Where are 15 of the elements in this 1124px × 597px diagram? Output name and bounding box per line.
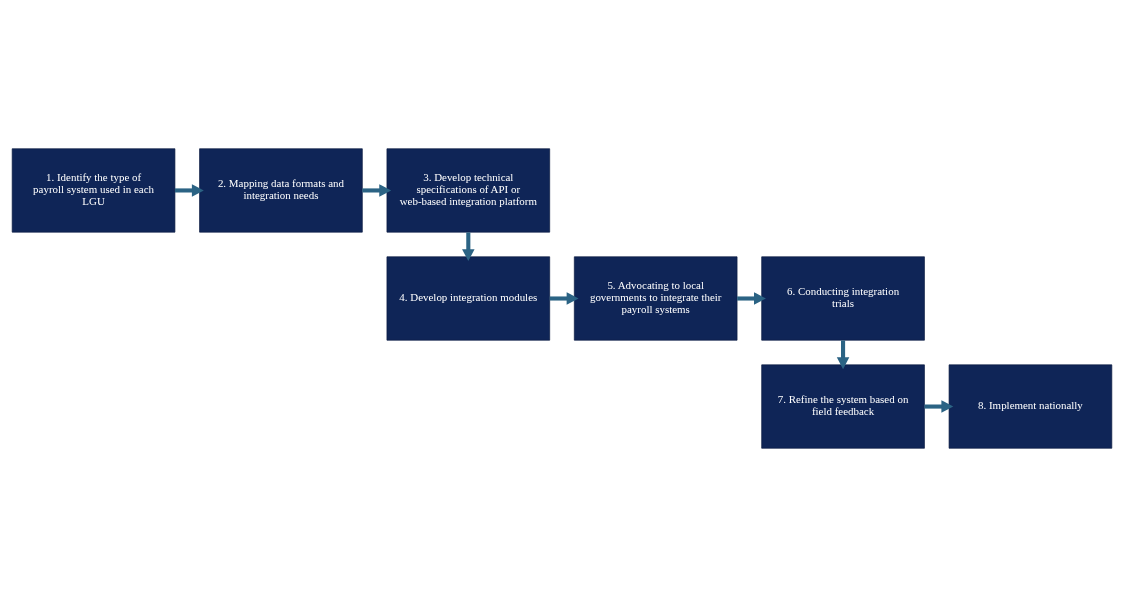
arrow: [549, 292, 579, 305]
node-box: 6. Conducting integration trials: [761, 256, 925, 341]
arrow: [737, 292, 766, 305]
node-box: 7. Refine the system based on field feedback: [761, 364, 925, 449]
arrow: [836, 340, 850, 370]
node-box: 4. Develop integration modules: [386, 256, 551, 341]
arrow: [362, 184, 392, 197]
arrow: [924, 400, 954, 413]
arrow: [175, 184, 204, 197]
node-box: 1. Identify the type of payroll system used in each LGU: [11, 148, 176, 233]
arrow: [462, 232, 475, 262]
node-box: 3. Develop technical specifications of API or web-based integration platform: [386, 148, 551, 233]
node-box: 8. Implement nationally: [948, 364, 1113, 449]
node-box: 2. Mapping data formats and integration needs: [199, 148, 363, 233]
node-box: 5. Advocating to local governments to integrate their payroll systems: [573, 256, 738, 341]
